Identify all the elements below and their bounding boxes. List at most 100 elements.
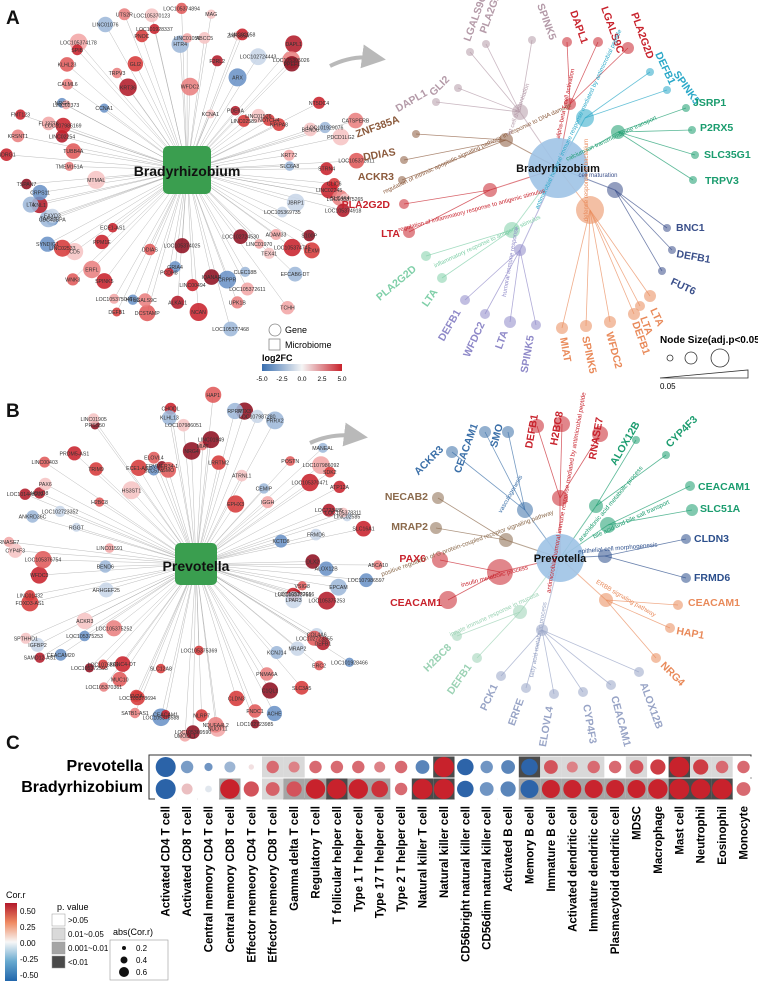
enrichment-gene-node[interactable]	[400, 156, 408, 164]
netB-gene-node[interactable]	[129, 707, 141, 719]
netB-gene-node[interactable]	[148, 451, 160, 464]
netB-gene-node[interactable]	[33, 487, 46, 499]
netA-gene-node[interactable]	[228, 68, 247, 87]
netA-gene-node[interactable]	[251, 108, 266, 123]
heatmap-cell-dot[interactable]	[648, 779, 668, 799]
enrichment-term-node[interactable]	[599, 593, 613, 607]
netA-gene-node[interactable]	[71, 44, 83, 56]
netB-gene-node[interactable]	[248, 704, 262, 718]
enrichment-gene-node[interactable]	[580, 320, 592, 332]
netA-gene-node[interactable]	[287, 266, 303, 282]
netA-gene-node[interactable]	[66, 273, 79, 286]
netA-gene-node[interactable]	[15, 109, 26, 120]
enrichment-gene-node[interactable]	[685, 481, 695, 491]
enrichment-gene-node[interactable]	[432, 98, 440, 106]
heatmap-cell-dot[interactable]	[627, 780, 646, 798]
heatmap-cell-dot[interactable]	[544, 760, 558, 774]
netA-gene-node[interactable]	[206, 9, 216, 19]
netB-gene-node[interactable]	[112, 671, 128, 687]
netB-gene-node[interactable]	[330, 578, 347, 596]
netB-gene-node[interactable]	[333, 480, 346, 493]
netB-gene-node[interactable]	[122, 481, 141, 500]
netB-gene-node[interactable]	[297, 581, 307, 591]
netB-gene-node[interactable]	[314, 660, 324, 671]
enrichment-gene-node[interactable]	[466, 48, 474, 56]
heatmap-cell-dot[interactable]	[352, 760, 365, 774]
netA-gene-node[interactable]	[139, 304, 156, 322]
enrichment-gene-node[interactable]	[658, 267, 666, 275]
enrichment-gene-node[interactable]	[437, 273, 447, 283]
netA-gene-node[interactable]	[303, 229, 316, 242]
heatmap-cell-dot[interactable]	[155, 757, 176, 777]
heatmap-cell-dot[interactable]	[520, 780, 539, 798]
netA-gene-node[interactable]	[87, 170, 106, 189]
netB-gene-node[interactable]	[202, 431, 220, 449]
netA-gene-node[interactable]	[347, 112, 364, 129]
enrichment-term-node[interactable]	[576, 109, 594, 127]
netB-gene-node[interactable]	[261, 496, 274, 509]
enrichment-gene-node[interactable]	[689, 176, 697, 184]
heatmap-cell-dot[interactable]	[693, 759, 709, 775]
netA-gene-node[interactable]	[182, 33, 193, 43]
netB-gene-node[interactable]	[211, 455, 226, 470]
netB-gene-node[interactable]	[301, 473, 319, 492]
netA-gene-node[interactable]	[270, 229, 282, 240]
enrichment-gene-node[interactable]	[454, 84, 462, 92]
netA-gene-node[interactable]	[55, 117, 71, 134]
enrichment-term-node[interactable]	[517, 502, 533, 518]
netA-gene-node[interactable]	[135, 29, 149, 43]
netB-gene-node[interactable]	[105, 620, 122, 637]
enrichment-term-node[interactable]	[564, 98, 576, 110]
enrichment-gene-node[interactable]	[691, 151, 699, 159]
netA-gene-node[interactable]	[65, 143, 82, 159]
heatmap-cell-dot[interactable]	[736, 782, 751, 796]
netB-gene-node[interactable]	[344, 657, 355, 667]
netB-gene-node[interactable]	[3, 536, 15, 548]
enrichment-gene-node[interactable]	[482, 40, 490, 48]
enrichment-gene-node[interactable]	[531, 320, 541, 330]
netA-gene-node[interactable]	[348, 152, 365, 169]
enrichment-gene-node[interactable]	[635, 301, 645, 311]
netB-gene-node[interactable]	[24, 590, 36, 601]
heatmap-cell-dot[interactable]	[433, 757, 454, 777]
enrichment-gene-node[interactable]	[688, 126, 696, 134]
netA-gene-node[interactable]	[171, 295, 185, 309]
netA-gene-node[interactable]	[236, 28, 249, 41]
netA-gene-node[interactable]	[312, 96, 326, 109]
netB-gene-node[interactable]	[194, 645, 204, 656]
netB-gene-node[interactable]	[34, 652, 45, 663]
netA-gene-node[interactable]	[237, 114, 250, 127]
netA-gene-node[interactable]	[283, 238, 301, 257]
enrichment-term-node[interactable]	[483, 183, 497, 197]
netB-gene-node[interactable]	[250, 719, 260, 729]
netA-gene-node[interactable]	[205, 109, 215, 119]
heatmap-cell-dot[interactable]	[563, 780, 582, 798]
netA-gene-node[interactable]	[83, 260, 101, 279]
enrichment-gene-node[interactable]	[592, 426, 608, 442]
netB-gene-node[interactable]	[317, 591, 336, 610]
heatmap-cell-dot[interactable]	[457, 758, 474, 776]
heatmap-cell-dot[interactable]	[606, 780, 625, 798]
enrichment-term-node[interactable]	[600, 517, 616, 533]
heatmap-cell-dot[interactable]	[669, 779, 690, 799]
heatmap-cell-dot[interactable]	[394, 760, 408, 774]
netB-gene-node[interactable]	[261, 682, 279, 699]
netB-gene-node[interactable]	[186, 725, 200, 739]
enrichment-hub-node[interactable]	[528, 138, 588, 198]
enrichment-gene-node[interactable]	[432, 552, 448, 568]
netA-gene-node[interactable]	[22, 196, 39, 213]
netB-gene-node[interactable]	[355, 520, 372, 537]
netB-gene-node[interactable]	[373, 560, 383, 570]
netB-gene-node[interactable]	[99, 682, 109, 692]
netA-gene-node[interactable]	[303, 242, 320, 259]
netB-gene-node[interactable]	[8, 543, 23, 558]
enrichment-gene-node[interactable]	[446, 446, 458, 458]
heatmap-cell-dot[interactable]	[501, 760, 515, 774]
enrichment-gene-node[interactable]	[634, 667, 644, 677]
enrichment-gene-node[interactable]	[663, 224, 671, 232]
netB-gene-node[interactable]	[71, 522, 81, 532]
netA-gene-node[interactable]	[223, 321, 239, 337]
heatmap-cell-dot[interactable]	[433, 779, 454, 799]
netA-gene-node[interactable]	[96, 273, 113, 289]
netA-gene-node[interactable]	[339, 193, 351, 205]
